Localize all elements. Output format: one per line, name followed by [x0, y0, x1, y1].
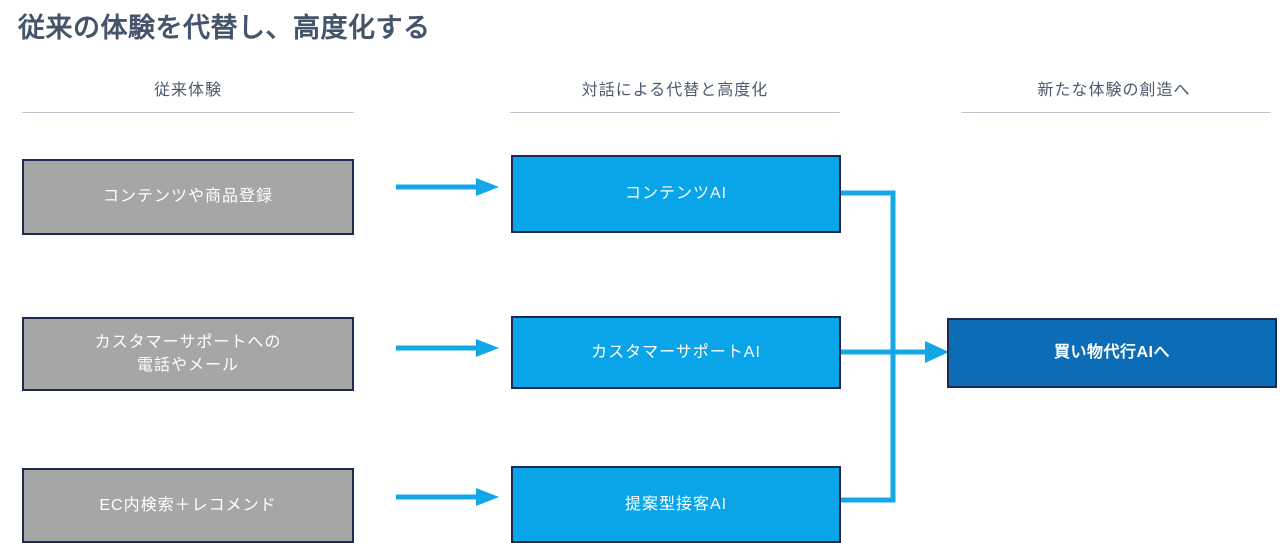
legacy-node-label: EC内検索＋レコメンド: [99, 496, 277, 514]
column-rule-ai: [510, 112, 840, 113]
legacy-node-content-registration[interactable]: コンテンツや商品登録: [22, 159, 354, 235]
ai-node-proposal-service-ai[interactable]: 提案型接客AI: [511, 466, 841, 543]
arrow-legacy-2-to-ai-2: [396, 488, 499, 506]
outcome-node-shopping-agent-ai[interactable]: 買い物代行AIへ: [947, 318, 1277, 388]
legacy-node-label: コンテンツや商品登録: [102, 188, 273, 206]
outcome-node-label: 買い物代行AIへ: [1053, 344, 1170, 362]
merge-bracket-ai-to-target: [841, 190, 949, 503]
legacy-node-customer-support[interactable]: カスタマーサポートへの 電話やメール: [22, 317, 354, 391]
arrow-legacy-0-to-ai-0: [396, 178, 499, 196]
ai-node-content-ai[interactable]: コンテンツAI: [511, 155, 841, 233]
ai-node-label: 提案型接客AI: [624, 495, 728, 513]
column-rule-legacy: [22, 112, 354, 113]
legacy-node-label-multiline: カスタマーサポートへの 電話やメール: [95, 331, 282, 377]
ai-node-label: コンテンツAI: [624, 185, 728, 203]
legacy-node-label-line2: 電話やメール: [136, 357, 239, 374]
legacy-node-search-recommend[interactable]: EC内検索＋レコメンド: [22, 468, 354, 543]
ai-node-label: カスタマーサポートAI: [591, 343, 761, 361]
arrow-legacy-1-to-ai-1: [396, 339, 499, 357]
column-header-outcome: 新たな体験の創造へ: [1037, 82, 1191, 99]
column-header-legacy: 従来体験: [153, 82, 222, 99]
ai-node-customer-support-ai[interactable]: カスタマーサポートAI: [511, 316, 841, 389]
page-title: 従来の体験を代替し、高度化する: [18, 13, 431, 43]
legacy-node-label-line1: カスタマーサポートへの: [94, 333, 282, 351]
column-header-ai: 対話による代替と高度化: [581, 82, 769, 99]
column-rule-outcome: [962, 112, 1270, 113]
